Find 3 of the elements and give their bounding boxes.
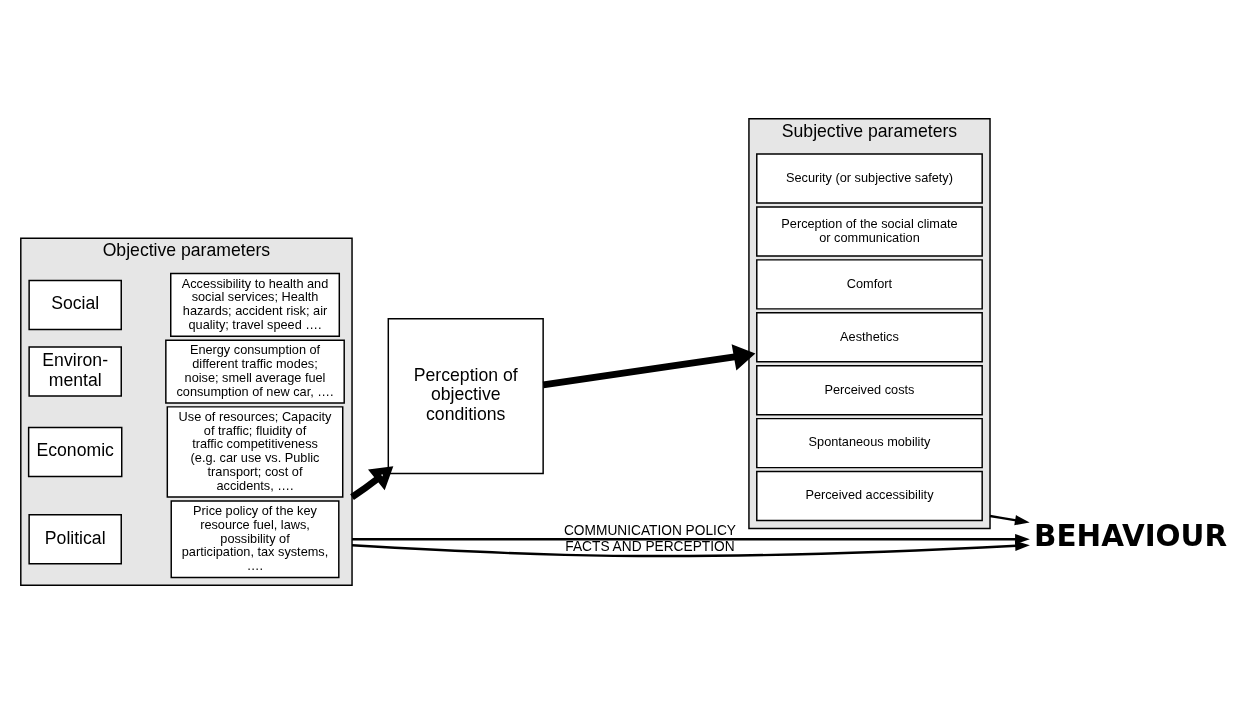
edge-label: FACTS AND PERCEPTION — [565, 539, 735, 555]
node-text: BEHAVIOUR — [1034, 518, 1228, 553]
edge-label: COMMUNICATION POLICY — [563, 523, 736, 539]
